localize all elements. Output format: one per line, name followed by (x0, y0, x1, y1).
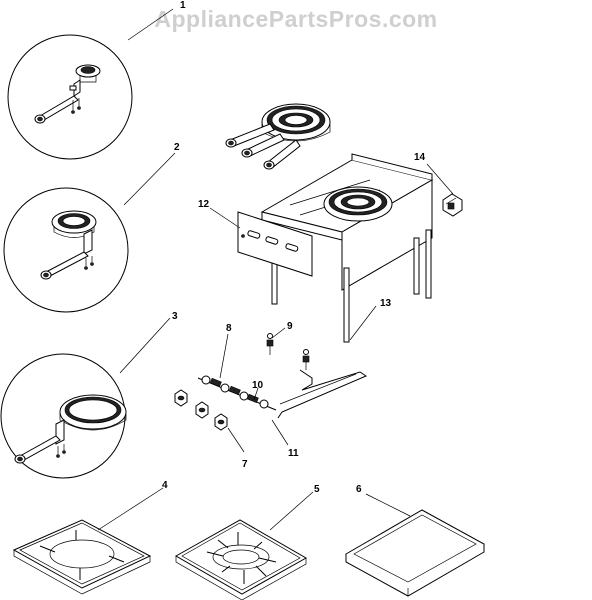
leader-line-10 (253, 387, 259, 401)
callout-5[interactable]: 5 (314, 484, 320, 495)
callout-6[interactable]: 6 (356, 484, 362, 495)
callout-7[interactable]: 7 (242, 459, 248, 470)
watermark: AppliancePartsPros.com (154, 6, 438, 32)
callout-14[interactable]: 14 (414, 152, 426, 163)
part-6-drip-tray[interactable] (344, 509, 486, 597)
callout-8[interactable]: 8 (226, 323, 232, 334)
leader-line-6 (365, 493, 411, 517)
part-14-component[interactable] (442, 193, 463, 217)
leader-line-3 (119, 317, 171, 374)
leader-line-7 (227, 427, 245, 453)
callout-13[interactable]: 13 (380, 298, 392, 309)
leader-line-4 (97, 487, 164, 531)
part-11-gas-tube[interactable] (277, 369, 368, 419)
callout-4[interactable]: 4 (162, 480, 168, 491)
part-5-grate[interactable] (174, 519, 308, 600)
part-12-front-panel[interactable] (237, 211, 313, 277)
leader-line-13 (349, 305, 377, 341)
range-stand[interactable] (260, 153, 434, 343)
callout-11[interactable]: 11 (288, 448, 299, 459)
top-burner-assembly[interactable] (225, 103, 331, 170)
part-2-burner-detail[interactable] (3, 187, 129, 313)
leader-line-8 (219, 333, 229, 379)
leader-line-9 (271, 327, 286, 339)
callout-9[interactable]: 9 (287, 321, 293, 332)
leader-line-5 (269, 491, 314, 531)
leader-line-2 (123, 152, 176, 206)
part-4-grate[interactable] (12, 519, 152, 595)
callout-10[interactable]: 10 (252, 380, 264, 391)
part-1-burner-detail[interactable] (7, 34, 133, 160)
part-8-manifold-pipe[interactable] (197, 375, 277, 411)
callout-3[interactable]: 3 (172, 311, 178, 322)
callout-2[interactable]: 2 (174, 142, 180, 153)
callout-1[interactable]: 1 (180, 0, 186, 11)
part-9-fitting[interactable] (266, 333, 310, 371)
leader-line-1 (127, 8, 174, 41)
leader-line-12 (209, 207, 241, 229)
callout-12[interactable]: 12 (198, 199, 210, 210)
leader-line-14 (426, 163, 454, 195)
part-7-control-knobs[interactable] (174, 389, 228, 431)
part-3-burner-detail[interactable] (0, 353, 127, 479)
leader-line-11 (271, 419, 289, 446)
